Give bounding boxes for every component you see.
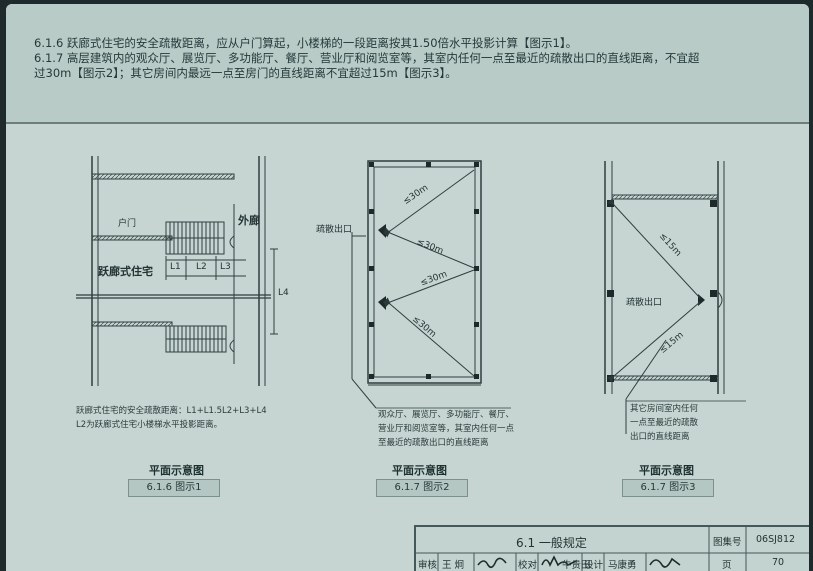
fig1-note-line: 跃廊式住宅的安全疏散距离：L1+L1.5L2+L3+L4 — [76, 406, 267, 416]
fig3-note: 其它房间室内任何 一点至最近的疏散 出口的直线距离 — [630, 402, 698, 444]
fig2-note-line: 营业厅和阅览室等，其室内任何一点 — [378, 424, 515, 434]
clause-6-1-7: 6.1.7 高层建筑内的观众厅、展览厅、多功能厅、餐厅、营业厅和阅览室等，其室内… — [34, 51, 700, 65]
fig3-tag: 6.1.7 图示3 — [622, 479, 714, 497]
fig1-tag: 6.1.6 图示1 — [128, 479, 220, 497]
review-label: 审核 — [418, 560, 438, 571]
fig1-plan — [76, 156, 278, 386]
check-label: 校对 — [518, 560, 538, 571]
note-frames — [376, 400, 746, 409]
fig1-door-label: 户门 — [118, 219, 137, 229]
fig1-dim-l3: L3 — [220, 262, 231, 272]
fig2-tag: 6.1.7 图示2 — [376, 479, 468, 497]
atlas-number: 06SJ812 — [756, 534, 796, 545]
fig1-note-line: L2为跃廊式住宅小楼梯水平投影距离。 — [76, 420, 223, 430]
checker-name: 牛贵田 — [562, 560, 591, 571]
fig1-type-label: 跃廊式住宅 — [98, 265, 153, 278]
clause-6-1-7-cont: 过30m【图示2】；其它房间内最远一点至房门的直线距离不宜超过15m【图示3】。 — [34, 66, 457, 80]
fig2-caption: 平面示意图 — [392, 464, 447, 477]
title-block: 6.1 一般规定 图集号 06SJ812 页 70 审核 王 炯 校对 牛贵田 … — [414, 525, 809, 571]
drawings-svg — [76, 156, 746, 434]
fig1-caption: 平面示意图 — [149, 464, 204, 477]
fig3-exit-label: 疏散出口 — [626, 298, 663, 308]
fig1-corridor-label: 外廊 — [238, 214, 260, 227]
title-block-grid — [416, 527, 809, 571]
section-title: 6.1 一般规定 — [516, 536, 587, 550]
fig3-note-line: 出口的直线距离 — [630, 432, 690, 442]
design-label: 设计 — [584, 560, 604, 571]
fig3-caption: 平面示意图 — [639, 464, 694, 477]
text-header — [6, 4, 809, 124]
fig1-note: 跃廊式住宅的安全疏散距离：L1+L1.5L2+L3+L4 L2为跃廊式住宅小楼梯… — [76, 404, 267, 432]
page-number: 70 — [772, 557, 785, 568]
atlas-label: 图集号 — [713, 537, 742, 548]
designer-name: 马康勇 — [608, 560, 637, 571]
page-label: 页 — [722, 560, 732, 571]
header-divider — [6, 122, 809, 124]
fig2-note-line: 至最近的疏散出口的直线距离 — [378, 438, 489, 448]
fig3-note-line: 一点至最近的疏散 — [630, 418, 699, 428]
drawing-page: 6.1.6 跃廊式住宅的安全疏散距离，应从户门算起，小楼梯的一段距离按其1.50… — [6, 4, 809, 571]
fig2-exit-label: 疏散出口 — [316, 225, 353, 235]
fig2-plan — [351, 160, 482, 409]
fig3-plan — [604, 161, 725, 434]
fig1-dim-l4: L4 — [278, 288, 289, 298]
clause-6-1-6: 6.1.6 跃廊式住宅的安全疏散距离，应从户门算起，小楼梯的一段距离按其1.50… — [34, 36, 578, 50]
reviewer-name: 王 炯 — [442, 560, 465, 571]
signatures — [477, 555, 681, 569]
fig3-note-line: 其它房间室内任何 — [630, 404, 699, 414]
fig1-dim-l2: L2 — [196, 262, 207, 272]
fig1-dim-l1: L1 — [170, 262, 181, 272]
fig2-note: 观众厅、展览厅、多功能厅、餐厅、 营业厅和阅览室等，其室内任何一点 至最近的疏散… — [378, 408, 514, 450]
fig2-note-line: 观众厅、展览厅、多功能厅、餐厅、 — [378, 410, 515, 420]
